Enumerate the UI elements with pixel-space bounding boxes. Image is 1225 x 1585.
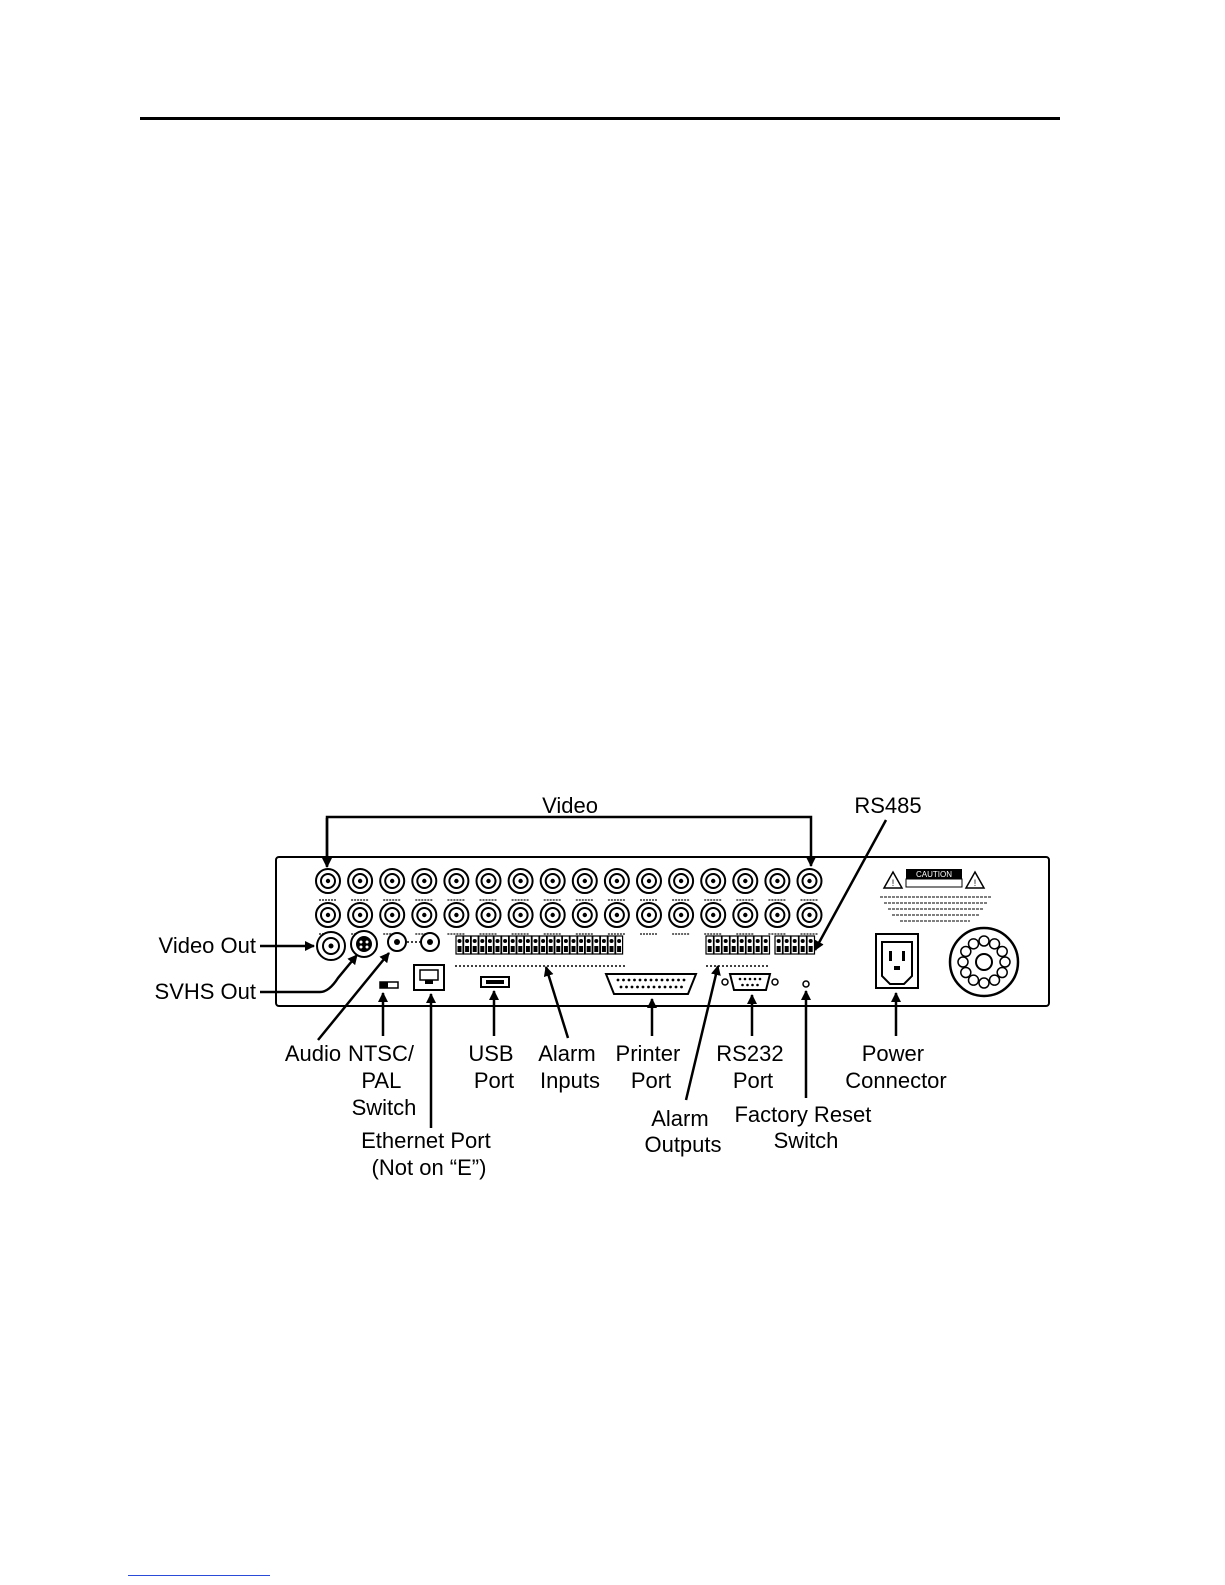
svg-text:!: !	[892, 878, 895, 888]
label-svhs-out: SVHS Out	[155, 979, 256, 1004]
terminal	[479, 936, 486, 954]
label-rs485: RS485	[854, 793, 921, 818]
terminal	[746, 936, 754, 954]
terminal	[585, 936, 592, 954]
terminal	[532, 936, 539, 954]
caution-text: CAUTION	[916, 870, 952, 879]
terminal	[540, 936, 547, 954]
terminal	[555, 936, 562, 954]
label-alarm-inputs: Alarm Inputs	[538, 1041, 602, 1093]
terminal	[714, 936, 722, 954]
terminal	[730, 936, 738, 954]
label-alarm-outputs: Alarm Outputs	[644, 1106, 721, 1157]
label-ntsc-pal-switch: NTSC/ PAL Switch	[348, 1041, 420, 1120]
label-video-out: Video Out	[159, 933, 256, 958]
label-ethernet-port: Ethernet Port (Not on “E”)	[361, 1128, 497, 1180]
svhs-out-connector	[351, 931, 377, 957]
svg-text:!: !	[974, 878, 977, 888]
factory-reset-switch	[803, 981, 809, 987]
terminal	[608, 936, 615, 954]
terminal	[509, 936, 516, 954]
terminal	[456, 936, 463, 954]
terminal	[524, 936, 531, 954]
printer-port	[606, 974, 696, 994]
terminal	[547, 936, 554, 954]
audio-connector	[388, 933, 406, 951]
rs485-terminals	[775, 936, 815, 954]
terminal	[562, 936, 569, 954]
terminal	[706, 936, 714, 954]
terminal	[502, 936, 509, 954]
fan-grille	[950, 928, 1018, 996]
power-connector	[876, 934, 918, 988]
label-printer-port: Printer Port	[616, 1041, 687, 1093]
terminal	[486, 936, 493, 954]
label-rs232-port: RS232 Port	[716, 1041, 789, 1093]
terminal	[494, 936, 501, 954]
terminal	[754, 936, 762, 954]
ntsc-pal-switch	[380, 982, 398, 988]
terminal	[593, 936, 600, 954]
terminal	[762, 936, 770, 954]
terminal	[471, 936, 478, 954]
terminal	[578, 936, 585, 954]
label-usb-port: USB Port	[468, 1041, 519, 1093]
video-out-connector	[317, 932, 345, 960]
terminal	[799, 936, 807, 954]
terminal	[570, 936, 577, 954]
terminal	[783, 936, 791, 954]
terminal	[791, 936, 799, 954]
terminal	[616, 936, 623, 954]
terminal	[517, 936, 524, 954]
usb-port	[481, 977, 509, 987]
terminal	[464, 936, 471, 954]
alarm-output-terminals	[706, 936, 770, 954]
terminal	[775, 936, 783, 954]
footer-link-underline	[128, 1575, 270, 1576]
label-power-connector: Power Connector	[845, 1041, 947, 1093]
ethernet-port	[414, 965, 444, 990]
label-audio: Audio	[285, 1041, 341, 1066]
terminal	[600, 936, 607, 954]
terminal	[807, 936, 815, 954]
alarm-input-terminals	[456, 936, 623, 954]
terminal	[722, 936, 730, 954]
label-video: Video	[542, 793, 598, 818]
terminal	[738, 936, 746, 954]
label-factory-reset-switch: Factory Reset Switch	[734, 1102, 877, 1153]
